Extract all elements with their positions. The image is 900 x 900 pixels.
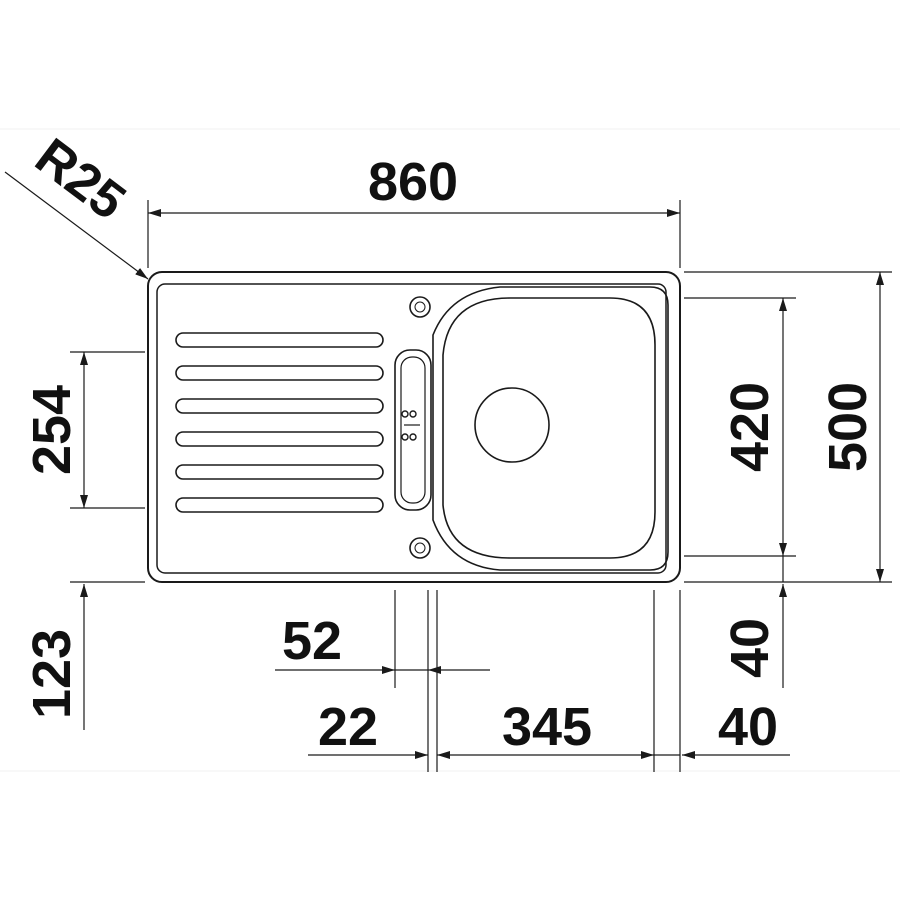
overall-width-label: 860 <box>368 152 458 212</box>
corner-radius-label: R25 <box>25 128 136 232</box>
drainer-groove <box>175 365 384 381</box>
front-offset-label: 123 <box>22 629 82 719</box>
dimension-right-margin-top: 40 <box>720 556 787 688</box>
right-margin-bottom-label: 40 <box>718 697 778 757</box>
bowl-width-label: 345 <box>502 697 592 757</box>
dimension-overall-depth: 500 <box>684 271 892 583</box>
dimension-52: 52 <box>275 611 490 674</box>
tap-hole-top <box>409 296 431 318</box>
bowl-depth-label: 420 <box>720 382 780 472</box>
tap-hole-bottom <box>409 537 431 559</box>
right-margin-top-label: 40 <box>720 618 780 678</box>
drain-hole <box>474 387 550 463</box>
dimension-front-offset: 123 <box>22 581 145 730</box>
dimension-right-margin-bottom: 40 <box>654 697 790 759</box>
bowl <box>432 286 669 571</box>
dimension-drainer-depth: 254 <box>22 351 145 509</box>
drainer-groove <box>175 497 384 513</box>
bottom-extension-lines <box>394 590 681 772</box>
dimension-corner-radius: R25 <box>4 128 149 280</box>
overall-depth-label: 500 <box>818 382 878 472</box>
dimension-bowl-depth: 420 <box>684 297 796 557</box>
dim-52-label: 52 <box>282 611 342 671</box>
dimension-overall-width: 860 <box>147 152 681 268</box>
drainer-groove <box>175 332 384 348</box>
overflow-slot <box>394 349 432 511</box>
sink-outline <box>147 271 681 583</box>
drainer-groove <box>175 464 384 480</box>
dimension-22: 22 <box>308 697 428 759</box>
drainer-depth-label: 254 <box>22 385 82 475</box>
drainer-grooves <box>175 332 384 513</box>
drainer-groove <box>175 398 384 414</box>
drainer-groove <box>175 431 384 447</box>
dimension-bowl-width: 345 <box>437 697 654 759</box>
dim-22-label: 22 <box>318 697 378 757</box>
